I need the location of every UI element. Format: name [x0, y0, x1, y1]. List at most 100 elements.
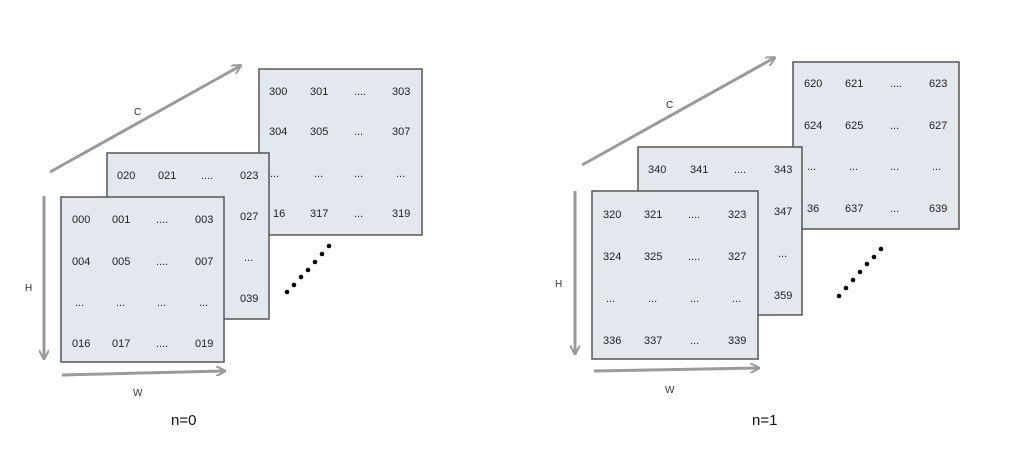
cell: ...: [732, 293, 741, 305]
cell: 007: [195, 256, 213, 268]
cell: 301: [310, 86, 328, 98]
h-axis-label: H: [555, 279, 562, 290]
c-axis-arrow: [49, 66, 240, 174]
w-axis-arrow: [61, 371, 224, 377]
cell: 016: [72, 338, 90, 350]
cell: ...: [354, 168, 363, 180]
group-n1: C H W 620 621 .... 623 624 625 ... 627 .…: [555, 58, 960, 429]
cell: ...: [890, 203, 899, 215]
cell: 004: [72, 256, 90, 268]
cell: 325: [644, 251, 662, 263]
cell: ....: [734, 164, 746, 176]
cell: 36: [807, 203, 819, 215]
panel-back: 300 301 .... 303 304 305 ... 307 ... ...…: [258, 68, 423, 236]
cell: ...: [199, 297, 208, 309]
w-axis-arrow: [593, 368, 758, 371]
h-axis-label: H: [25, 283, 32, 294]
w-axis-label: W: [665, 385, 675, 396]
cell: 621: [845, 78, 863, 90]
cell: 304: [269, 126, 287, 138]
cell: 639: [929, 203, 947, 215]
cell: 319: [392, 208, 410, 220]
cell: ....: [688, 209, 700, 221]
cell: ....: [156, 214, 168, 226]
cell: 337: [644, 335, 662, 347]
cell: ...: [890, 120, 899, 132]
panel-back-cells: 300 301 .... 303 304 305 ... 307 ... ...…: [269, 86, 410, 220]
cell: 001: [112, 214, 130, 226]
w-axis-label: W: [133, 388, 143, 399]
cell: 020: [117, 170, 135, 182]
cell: 321: [644, 209, 662, 221]
cell: ....: [201, 170, 213, 182]
cell: 343: [774, 164, 792, 176]
cell: ...: [778, 248, 787, 260]
cell: ...: [354, 208, 363, 220]
cell: 341: [690, 164, 708, 176]
cell: 620: [804, 78, 822, 90]
cell: 000: [72, 214, 90, 226]
cell: ....: [890, 78, 902, 90]
cell: ...: [244, 252, 253, 264]
cell: 347: [774, 206, 792, 218]
cell: ...: [890, 161, 899, 173]
cell: ...: [932, 161, 941, 173]
panel-middle-cells: 020 021 .... 023 027 ... 039: [117, 170, 258, 305]
cell: 624: [804, 120, 822, 132]
c-axis-label: C: [134, 107, 141, 118]
panel-front: 320 321 .... 323 324 325 .... 327 ... ..…: [591, 190, 759, 360]
cell: ...: [75, 297, 84, 309]
panel-middle-cells: 340 341 .... 343 347 ... 359: [648, 164, 792, 302]
cell: 305: [310, 126, 328, 138]
batch-label: n=0: [171, 412, 196, 429]
cell: 317: [310, 208, 328, 220]
cell: 021: [158, 170, 176, 182]
cell: 359: [774, 290, 792, 302]
cell: ...: [648, 293, 657, 305]
continuation-dots: [284, 243, 332, 295]
cell: ...: [270, 168, 279, 180]
cell: ...: [606, 293, 615, 305]
panel-front-cells: 000 001 .... 003 004 005 .... 007 ... ..…: [72, 214, 213, 350]
panel-back-cells: 620 621 .... 623 624 625 ... 627 ... ...…: [804, 78, 947, 215]
cell: ...: [314, 168, 323, 180]
cell: 027: [240, 211, 258, 223]
cell: ...: [690, 335, 699, 347]
batch-label: n=1: [752, 412, 777, 429]
cell: 637: [845, 203, 863, 215]
cell: 323: [728, 209, 746, 221]
cell: ....: [688, 251, 700, 263]
c-axis-arrow: [581, 58, 774, 167]
cell: ...: [807, 161, 816, 173]
cell: 307: [392, 126, 410, 138]
cell: 623: [929, 78, 947, 90]
c-axis-label: C: [666, 100, 673, 111]
cell: ...: [396, 168, 405, 180]
cell: 339: [728, 335, 746, 347]
cell: 023: [240, 170, 258, 182]
cell: ....: [156, 338, 168, 350]
cell: ...: [116, 297, 125, 309]
group-n0: C H W 300 301 .... 303 304 305 ... 307 .…: [25, 66, 423, 429]
cell: 003: [195, 214, 213, 226]
panel-back: 620 621 .... 623 624 625 ... 627 ... ...…: [792, 61, 960, 230]
cell: 039: [240, 293, 258, 305]
cell: 340: [648, 164, 666, 176]
cell: 300: [269, 86, 287, 98]
panel-front-cells: 320 321 .... 323 324 325 .... 327 ... ..…: [603, 209, 746, 347]
continuation-dots: [836, 246, 884, 299]
cell: 627: [929, 120, 947, 132]
cell: 336: [603, 335, 621, 347]
cell: 320: [603, 209, 621, 221]
cell: 327: [728, 251, 746, 263]
cell: ...: [354, 126, 363, 138]
panel-front: 000 001 .... 003 004 005 .... 007 ... ..…: [60, 196, 225, 363]
cell: 625: [845, 120, 863, 132]
cell: 324: [603, 251, 621, 263]
cell: 005: [112, 256, 130, 268]
cell: ....: [354, 86, 366, 98]
cell: ...: [157, 297, 166, 309]
cell: 16: [273, 208, 285, 220]
cell: ...: [849, 161, 858, 173]
